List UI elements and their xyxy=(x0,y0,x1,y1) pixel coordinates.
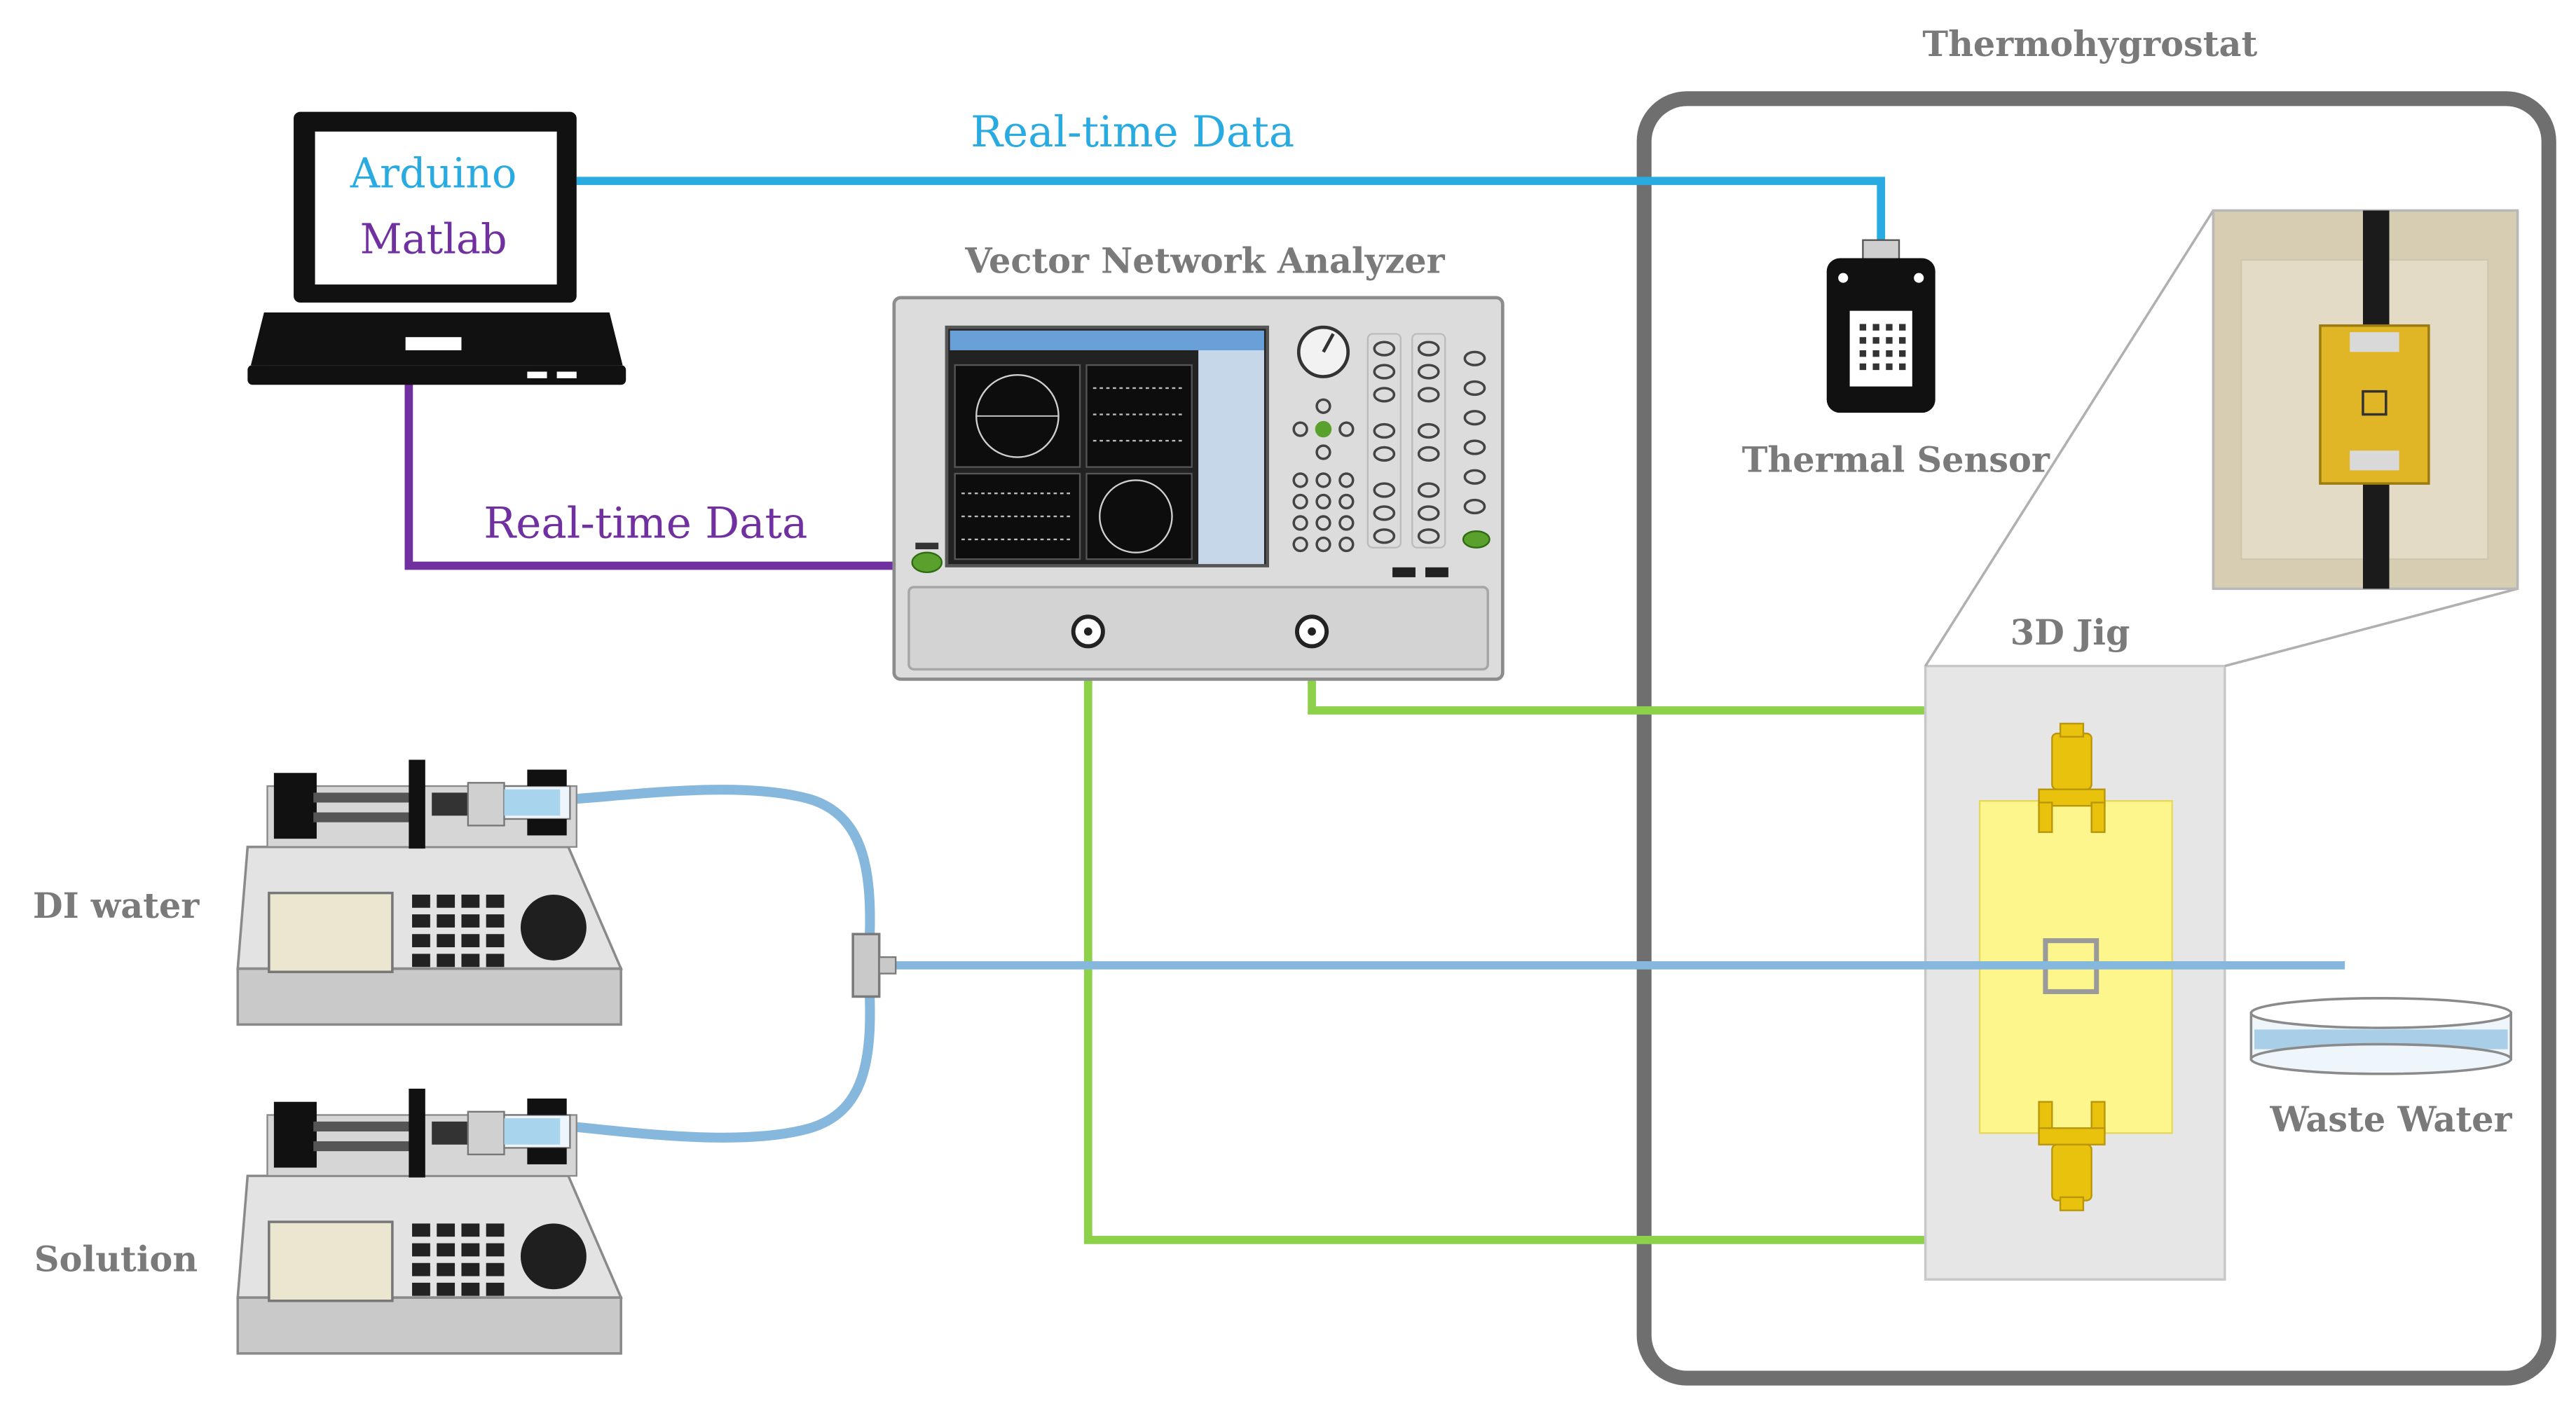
laptop-icon xyxy=(247,111,626,385)
tube-di-water xyxy=(569,785,875,947)
zoom-line-right xyxy=(2224,587,2519,668)
vna-label: Vector Network Analyzer xyxy=(964,241,1445,282)
realtime-data-label-top: Real-time Data xyxy=(971,107,1294,157)
tube-solution xyxy=(569,986,875,1143)
realtime-data-label-left: Real-time Data xyxy=(484,499,807,549)
zoom-line-left xyxy=(1924,209,2214,667)
thermohygrostat-label: Thermohygrostat xyxy=(1922,24,2257,64)
waste-dish-icon xyxy=(2249,997,2512,1075)
rf-cable-port1 xyxy=(1083,635,2075,1244)
thermal-sensor-label: Thermal Sensor xyxy=(1742,440,2050,481)
di-water-label: DI water xyxy=(33,886,200,926)
3d-jig xyxy=(1924,664,2226,1281)
matlab-label: Matlab xyxy=(360,215,507,263)
realtime-data-line-left xyxy=(404,381,898,570)
waste-water-label: Waste Water xyxy=(2269,1099,2512,1140)
syringe-pump-icon-solution xyxy=(236,1088,623,1355)
jig-photo-icon xyxy=(2212,209,2519,591)
sma-connector-top xyxy=(2038,722,2106,833)
jig-label: 3D Jig xyxy=(2010,612,2130,653)
solution-label: Solution xyxy=(34,1239,198,1279)
sma-connector-bottom xyxy=(2038,1101,2106,1211)
t-junction xyxy=(851,932,881,998)
realtime-data-line-top xyxy=(576,177,1886,244)
thermohygrostat-chamber xyxy=(1636,91,2556,1386)
network-analyzer-icon xyxy=(892,296,1505,681)
arduino-label: Arduino xyxy=(350,150,517,198)
thermal-sensor-icon xyxy=(1826,239,1936,413)
syringe-pump-icon xyxy=(236,759,623,1026)
